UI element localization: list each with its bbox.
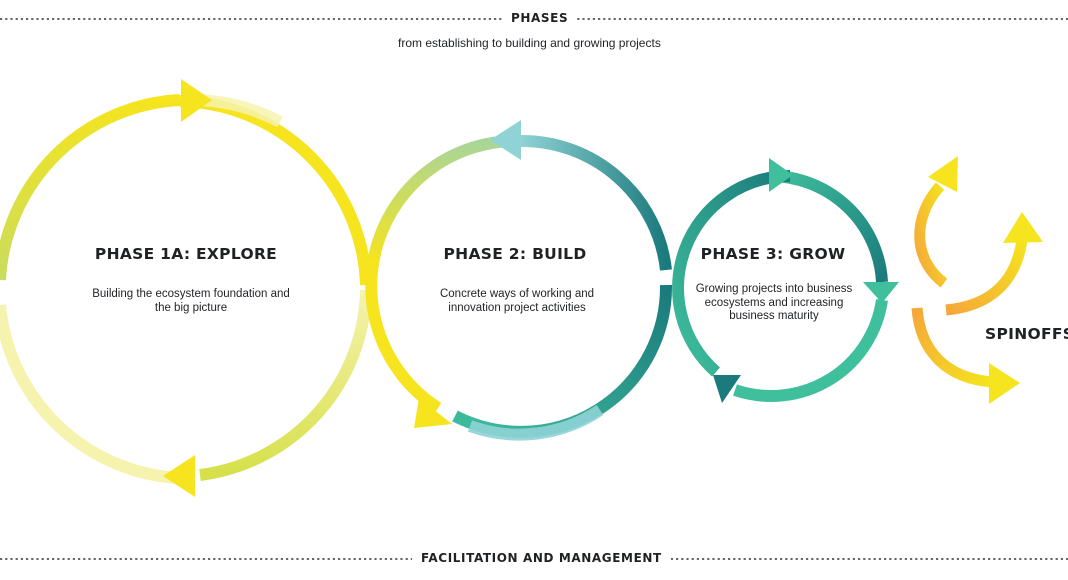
phase-2-title: PHASE 2: BUILD [443,245,587,263]
spinoff-arrows [911,156,1043,404]
phase-1a-arc-top [195,94,283,128]
header-title: PHASES [502,11,578,25]
phase-3-cycle [672,158,899,403]
phase-2-description: Concrete ways of working and innovation … [439,288,595,314]
spinoff-arrow-2-head [1003,212,1043,243]
spinoff-arrow-3-head [989,363,1020,404]
phase-1a-description: Building the ecosystem foundation and th… [92,288,290,314]
phase-2-cycle [365,120,673,441]
phase-3-arrow-bottom [713,375,741,403]
phase-1a-title: PHASE 1A: EXPLORE [94,245,278,263]
footer-title: FACILITATION AND MANAGEMENT [412,551,671,565]
header-subtitle: from establishing to building and growin… [398,36,661,50]
phase-1a-arrow-bottom [163,455,195,497]
spinoffs-label: SPINOFFS [985,325,1068,343]
phase-1a-arrow-top [181,79,212,122]
spinoff-arrow-3-curve [911,307,993,388]
spinoff-arrow-1-curve [914,182,948,288]
phase-2-arc-bottom-light [467,404,604,441]
phase-1a-arc-right-lower [199,289,372,481]
phase-2-arrow-top [490,120,521,160]
phase-1a-arc-left [0,94,181,281]
phase-1a-cycle [0,79,372,497]
phase-2-arc-left [365,134,521,414]
phase-2-arrow-bottom-left [414,398,452,428]
phase-3-arc-top [769,169,888,283]
phase-3-arc-right [733,299,888,402]
phase-1a-arc-bottom [0,304,181,484]
phase-3-title: PHASE 3: GROW [700,245,846,263]
spinoff-arrow-2-curve [945,239,1028,316]
phase-3-arc-left [672,170,791,377]
spinoff-arrow-1-head [928,156,958,192]
phase-3-arrow-right [863,282,899,303]
phase-2-arc-top [519,134,672,271]
phase-3-description: Growing projects into business ecosystem… [695,283,853,322]
phase-3-arrow-top [769,158,793,192]
